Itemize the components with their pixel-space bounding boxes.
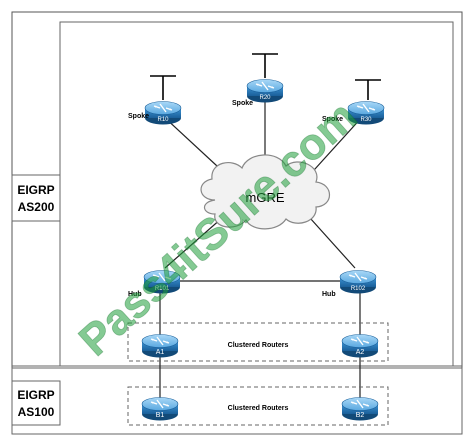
router-a1-name: A1 <box>156 349 165 356</box>
router-r20-name: R20 <box>259 95 271 101</box>
router-r20[interactable]: R20 <box>246 78 284 104</box>
as100-label-box <box>11 380 61 426</box>
cluster-label-upper: Clustered Routers <box>228 342 289 349</box>
router-b2[interactable]: B2 <box>341 396 379 422</box>
mgre-label: mGRE <box>246 190 285 205</box>
router-r30-role: Spoke <box>322 116 343 123</box>
as100-label-line2: AS100 <box>18 405 55 419</box>
router-r20-role: Spoke <box>232 100 253 107</box>
router-a1[interactable]: A1 <box>141 333 179 359</box>
cluster-box-lower <box>127 386 389 426</box>
router-b2-name: B2 <box>356 412 365 419</box>
link-cloud-r101 <box>164 217 223 269</box>
router-r10[interactable]: R10 <box>144 100 182 126</box>
router-r101-role: Hub <box>128 291 142 298</box>
cluster-label-lower: Clustered Routers <box>228 405 289 412</box>
as200-label-line2: AS200 <box>18 200 55 214</box>
router-r101-name: R101 <box>155 286 170 292</box>
router-a2-name: A2 <box>356 349 365 356</box>
cluster-box-upper <box>127 322 389 362</box>
router-r102[interactable]: R102 <box>339 269 377 295</box>
as100-label-line1: EIGRP <box>17 388 54 402</box>
router-b1[interactable]: B1 <box>141 396 179 422</box>
router-r30-name: R30 <box>360 117 372 123</box>
spoke-uplinks <box>150 53 381 100</box>
as200-label-line1: EIGRP <box>17 183 54 197</box>
link-cloud-r102 <box>309 217 356 269</box>
router-r102-name: R102 <box>351 286 366 292</box>
router-a2[interactable]: A2 <box>341 333 379 359</box>
router-r101[interactable]: R101 <box>143 269 181 295</box>
router-r10-name: R10 <box>157 117 169 123</box>
as200-label-box <box>11 174 61 222</box>
router-b1-name: B1 <box>156 412 165 419</box>
router-r102-role: Hub <box>322 291 336 298</box>
mgre-cloud: mGRE <box>200 154 331 230</box>
router-r10-role: Spoke <box>128 113 149 120</box>
router-r30[interactable]: R30 <box>347 100 385 126</box>
